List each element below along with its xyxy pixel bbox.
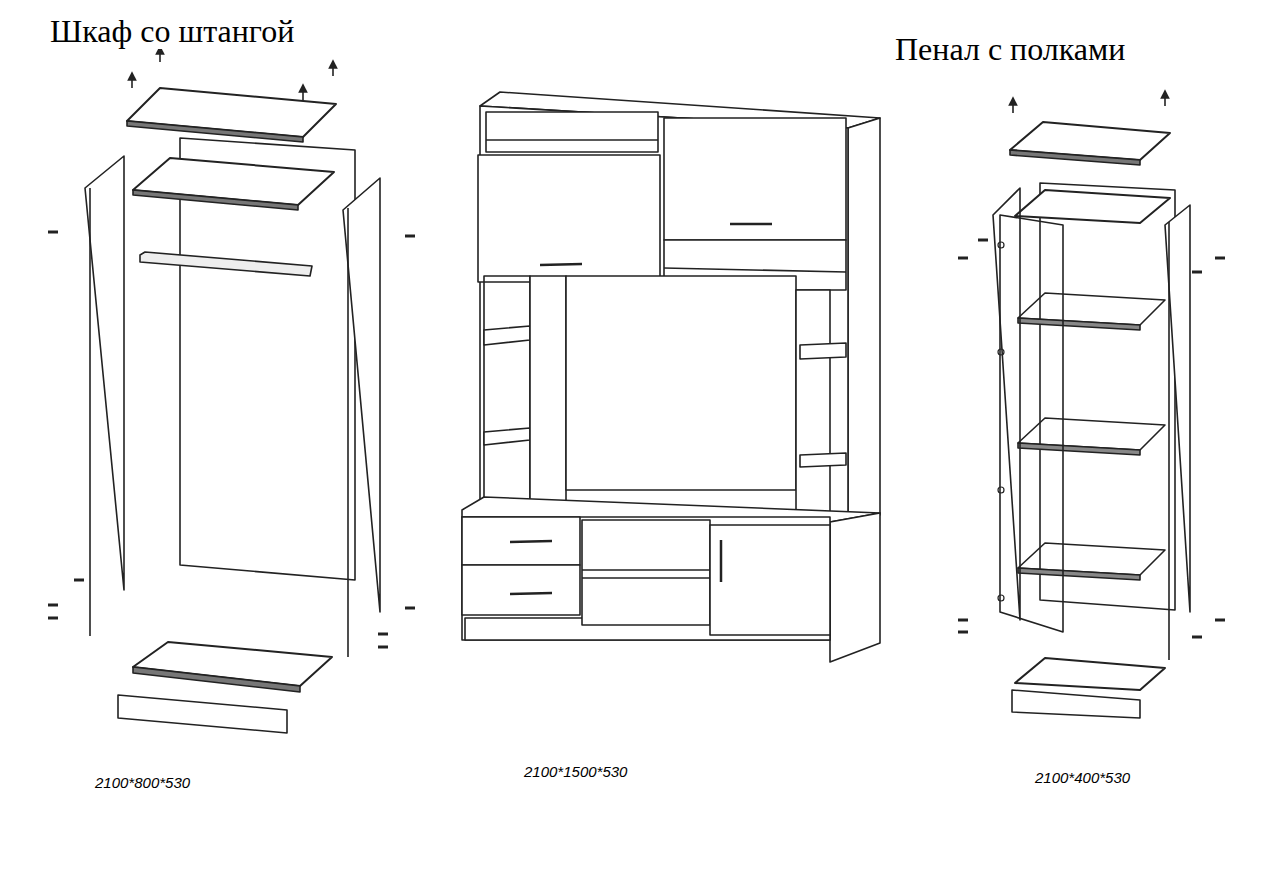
dimension-label: 2100*400*530 <box>1035 770 1130 787</box>
wall-unit <box>462 92 880 662</box>
product-name: Шкаф со штангой <box>48 14 296 49</box>
product-name: Пенал с полками <box>893 32 1127 67</box>
wardrobe-exploded <box>48 50 415 733</box>
dimension-label: 2100*1500*530 <box>524 764 627 781</box>
shelf-cabinet-exploded <box>958 94 1225 718</box>
dimension-label: 2100*800*530 <box>95 775 190 792</box>
